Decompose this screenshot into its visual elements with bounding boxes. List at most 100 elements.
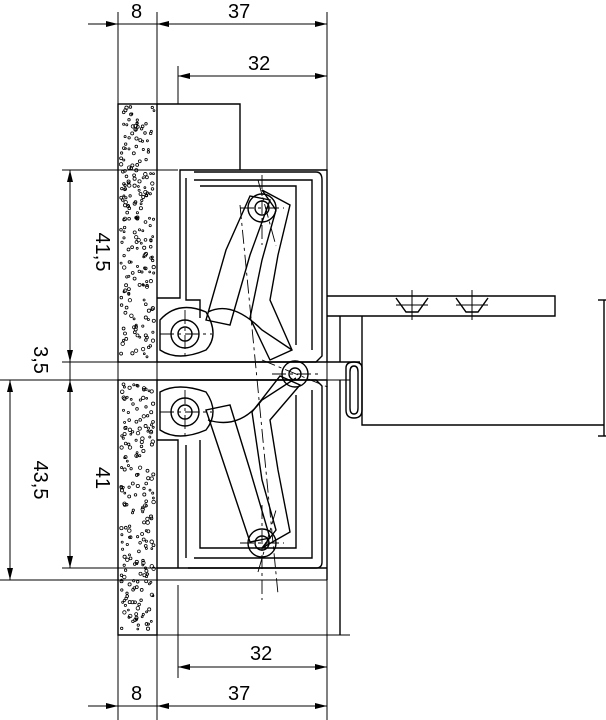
speckle-dot — [122, 158, 126, 162]
speckle-dot — [128, 105, 133, 109]
speckle-dot — [122, 610, 127, 615]
speckle-dot — [139, 588, 144, 592]
speckle-dot — [122, 194, 126, 198]
speckle-dot — [123, 183, 127, 187]
speckle-dot — [133, 562, 137, 566]
speckle-dot — [136, 623, 140, 627]
speckle-dot — [124, 283, 129, 288]
speckle-dot — [140, 198, 144, 202]
speckle-dot — [134, 419, 139, 424]
speckle-dot — [144, 251, 148, 256]
speckle-dot — [141, 148, 145, 151]
speckle-dot — [141, 324, 145, 328]
speckle-dot — [142, 387, 146, 392]
speckle-dot — [139, 241, 143, 245]
center-lines — [160, 175, 331, 600]
speckle-dot — [127, 298, 132, 303]
speckle-dot — [149, 516, 154, 521]
speckle-dot — [122, 290, 126, 294]
speckle-dot — [125, 459, 129, 463]
speckle-dot — [120, 341, 125, 346]
speckle-dot — [120, 626, 124, 631]
speckle-dot — [134, 348, 139, 353]
speckle-dot — [138, 398, 142, 402]
speckle-dot — [150, 338, 156, 343]
hinge-arms — [159, 189, 302, 549]
speckle-dot — [129, 432, 133, 436]
speckle-dot — [138, 465, 143, 470]
speckle-dot — [135, 211, 139, 215]
speckle-dot — [150, 181, 155, 186]
speckle-dot — [125, 503, 129, 507]
speckle-dot — [138, 571, 143, 576]
speckle-dot — [121, 395, 126, 400]
speckle-dot — [135, 430, 141, 436]
speckle-dot — [123, 310, 128, 315]
speckle-dot — [146, 429, 150, 433]
speckle-dot — [119, 303, 124, 307]
speckle-dot — [151, 235, 155, 238]
speckle-dot — [127, 287, 131, 291]
speckle-dot — [144, 622, 149, 626]
speckle-dot — [137, 159, 142, 164]
dim-left-3-5: 3,5 — [29, 346, 51, 374]
speckle-dot — [146, 150, 151, 154]
speckle-dot — [136, 237, 141, 243]
dim-top-37: 37 — [228, 1, 250, 23]
speckle-dot — [134, 128, 138, 132]
speckle-dot — [150, 255, 154, 259]
speckle-dot — [134, 240, 139, 244]
speckle-dot — [149, 389, 154, 394]
speckle-dot — [147, 607, 152, 612]
speckle-dot — [147, 148, 150, 151]
speckle-dot — [141, 448, 146, 454]
speckle-dot — [132, 173, 136, 178]
speckle-dot — [137, 282, 142, 287]
speckle-dot — [148, 216, 151, 220]
wall-speckle-lower — [119, 382, 156, 631]
speckle-dot — [127, 418, 131, 422]
speckle-dot — [124, 142, 128, 146]
speckle-dot — [122, 408, 125, 412]
speckle-dot — [149, 476, 154, 481]
speckle-dot — [128, 194, 132, 198]
speckle-dot — [130, 124, 135, 129]
speckle-dot — [151, 420, 155, 424]
speckle-dot — [135, 246, 139, 250]
speckle-dot — [146, 476, 151, 481]
speckle-dot — [119, 579, 124, 584]
speckle-dot — [123, 491, 127, 495]
speckle-dot — [119, 295, 124, 300]
speckle-dot — [146, 318, 150, 321]
speckle-dot — [139, 444, 144, 449]
speckle-dot — [125, 557, 130, 562]
dim-left-43-5: 43,5 — [29, 461, 51, 500]
speckle-dot — [119, 261, 123, 265]
speckle-dot — [126, 410, 130, 415]
speckle-dot — [130, 351, 135, 356]
speckle-dot — [132, 579, 136, 583]
speckle-dot — [132, 383, 136, 387]
speckle-dot — [143, 503, 148, 508]
speckle-dot — [124, 174, 129, 179]
speckle-dot — [120, 151, 124, 155]
speckle-dot — [127, 183, 132, 188]
speckle-dot — [143, 424, 148, 428]
speckle-dot — [127, 118, 131, 122]
speckle-dot — [145, 575, 148, 579]
speckle-dot — [138, 418, 142, 422]
door-leaf — [327, 290, 606, 437]
speckle-dot — [143, 544, 148, 548]
speckle-dot — [149, 581, 153, 584]
speckle-dot — [148, 582, 151, 586]
dim-bottom-8: 8 — [131, 683, 142, 705]
speckle-dot — [133, 600, 137, 605]
speckle-dot — [120, 198, 125, 202]
speckle-dot — [152, 271, 156, 275]
speckle-dot — [148, 279, 153, 284]
speckle-dot — [149, 239, 153, 243]
speckle-dot — [136, 535, 140, 539]
speckle-dot — [131, 508, 135, 512]
speckle-dot — [131, 619, 135, 624]
speckle-dot — [142, 298, 146, 302]
